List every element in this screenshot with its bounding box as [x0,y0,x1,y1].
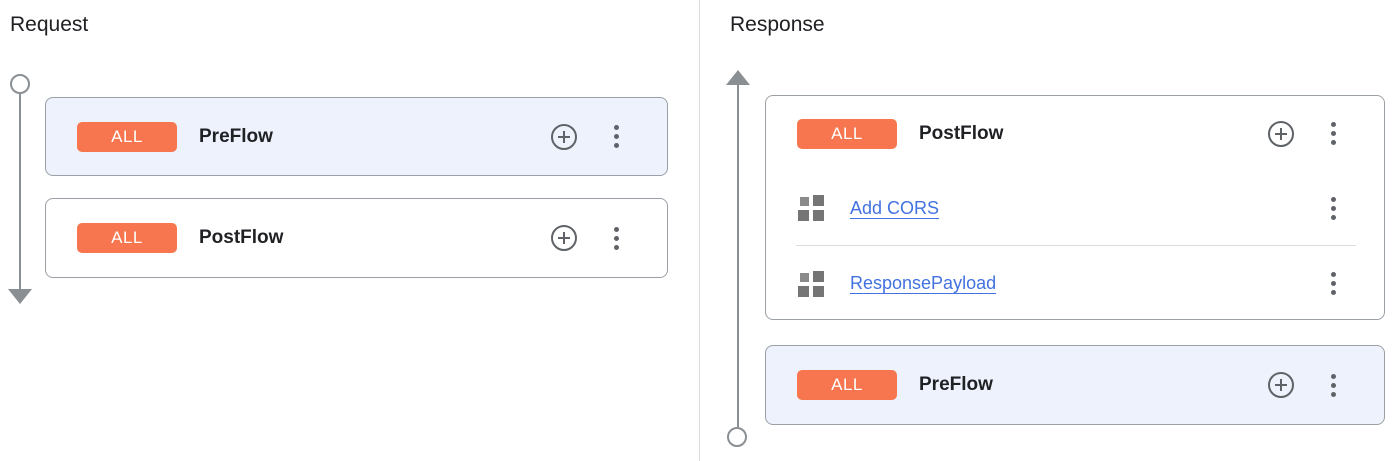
request-timeline-arrow-down-icon [8,289,32,304]
policy-row: Add CORS [766,171,1384,245]
plus-circle-icon [551,225,577,251]
flow-name: PreFlow [919,374,993,395]
add-policy-button[interactable] [550,224,578,252]
policy-grid-icon [798,195,824,221]
response-postflow-card[interactable]: ALL PostFlow Add CORS [765,95,1385,320]
plus-circle-icon [1268,372,1294,398]
policy-grid-icon [798,270,824,297]
request-timeline-start-circle-icon [10,74,30,94]
plus-circle-icon [551,123,577,150]
condition-badge: ALL [77,121,177,152]
condition-badge: ALL [797,370,897,400]
add-policy-button[interactable] [1267,120,1295,148]
panel-divider [699,0,700,461]
flow-name: PreFlow [199,125,273,147]
add-policy-button[interactable] [550,123,578,151]
flow-header-row[interactable]: ALL PostFlow [766,96,1384,171]
response-timeline-shaft [737,85,739,427]
kebab-menu-icon[interactable] [1326,373,1340,397]
kebab-menu-icon[interactable] [1326,122,1340,146]
response-panel-title: Response [730,13,825,36]
kebab-menu-icon[interactable] [1326,272,1340,296]
kebab-menu-icon[interactable] [1326,196,1340,220]
request-preflow-card[interactable]: ALL PreFlow [45,97,668,176]
request-panel-title: Request [10,13,89,36]
response-timeline-arrow-up-icon [726,70,750,85]
policy-row: ResponsePayload [766,246,1384,321]
request-timeline-shaft [19,94,21,290]
request-postflow-card[interactable]: ALL PostFlow [45,198,668,278]
plus-circle-icon [1268,120,1294,147]
policy-row-separator [796,245,1356,246]
condition-badge: ALL [797,118,897,149]
policy-link-add-cors[interactable]: Add CORS [850,197,940,218]
add-policy-button[interactable] [1267,371,1295,399]
flow-name: PostFlow [199,227,284,248]
kebab-menu-icon[interactable] [609,125,623,149]
response-timeline-end-circle-icon [727,427,747,447]
condition-badge: ALL [77,223,177,253]
response-preflow-card[interactable]: ALL PreFlow [765,345,1385,425]
policy-link-responsepayload[interactable]: ResponsePayload [850,273,997,293]
kebab-menu-icon[interactable] [609,226,623,250]
flow-name: PostFlow [919,122,1004,144]
